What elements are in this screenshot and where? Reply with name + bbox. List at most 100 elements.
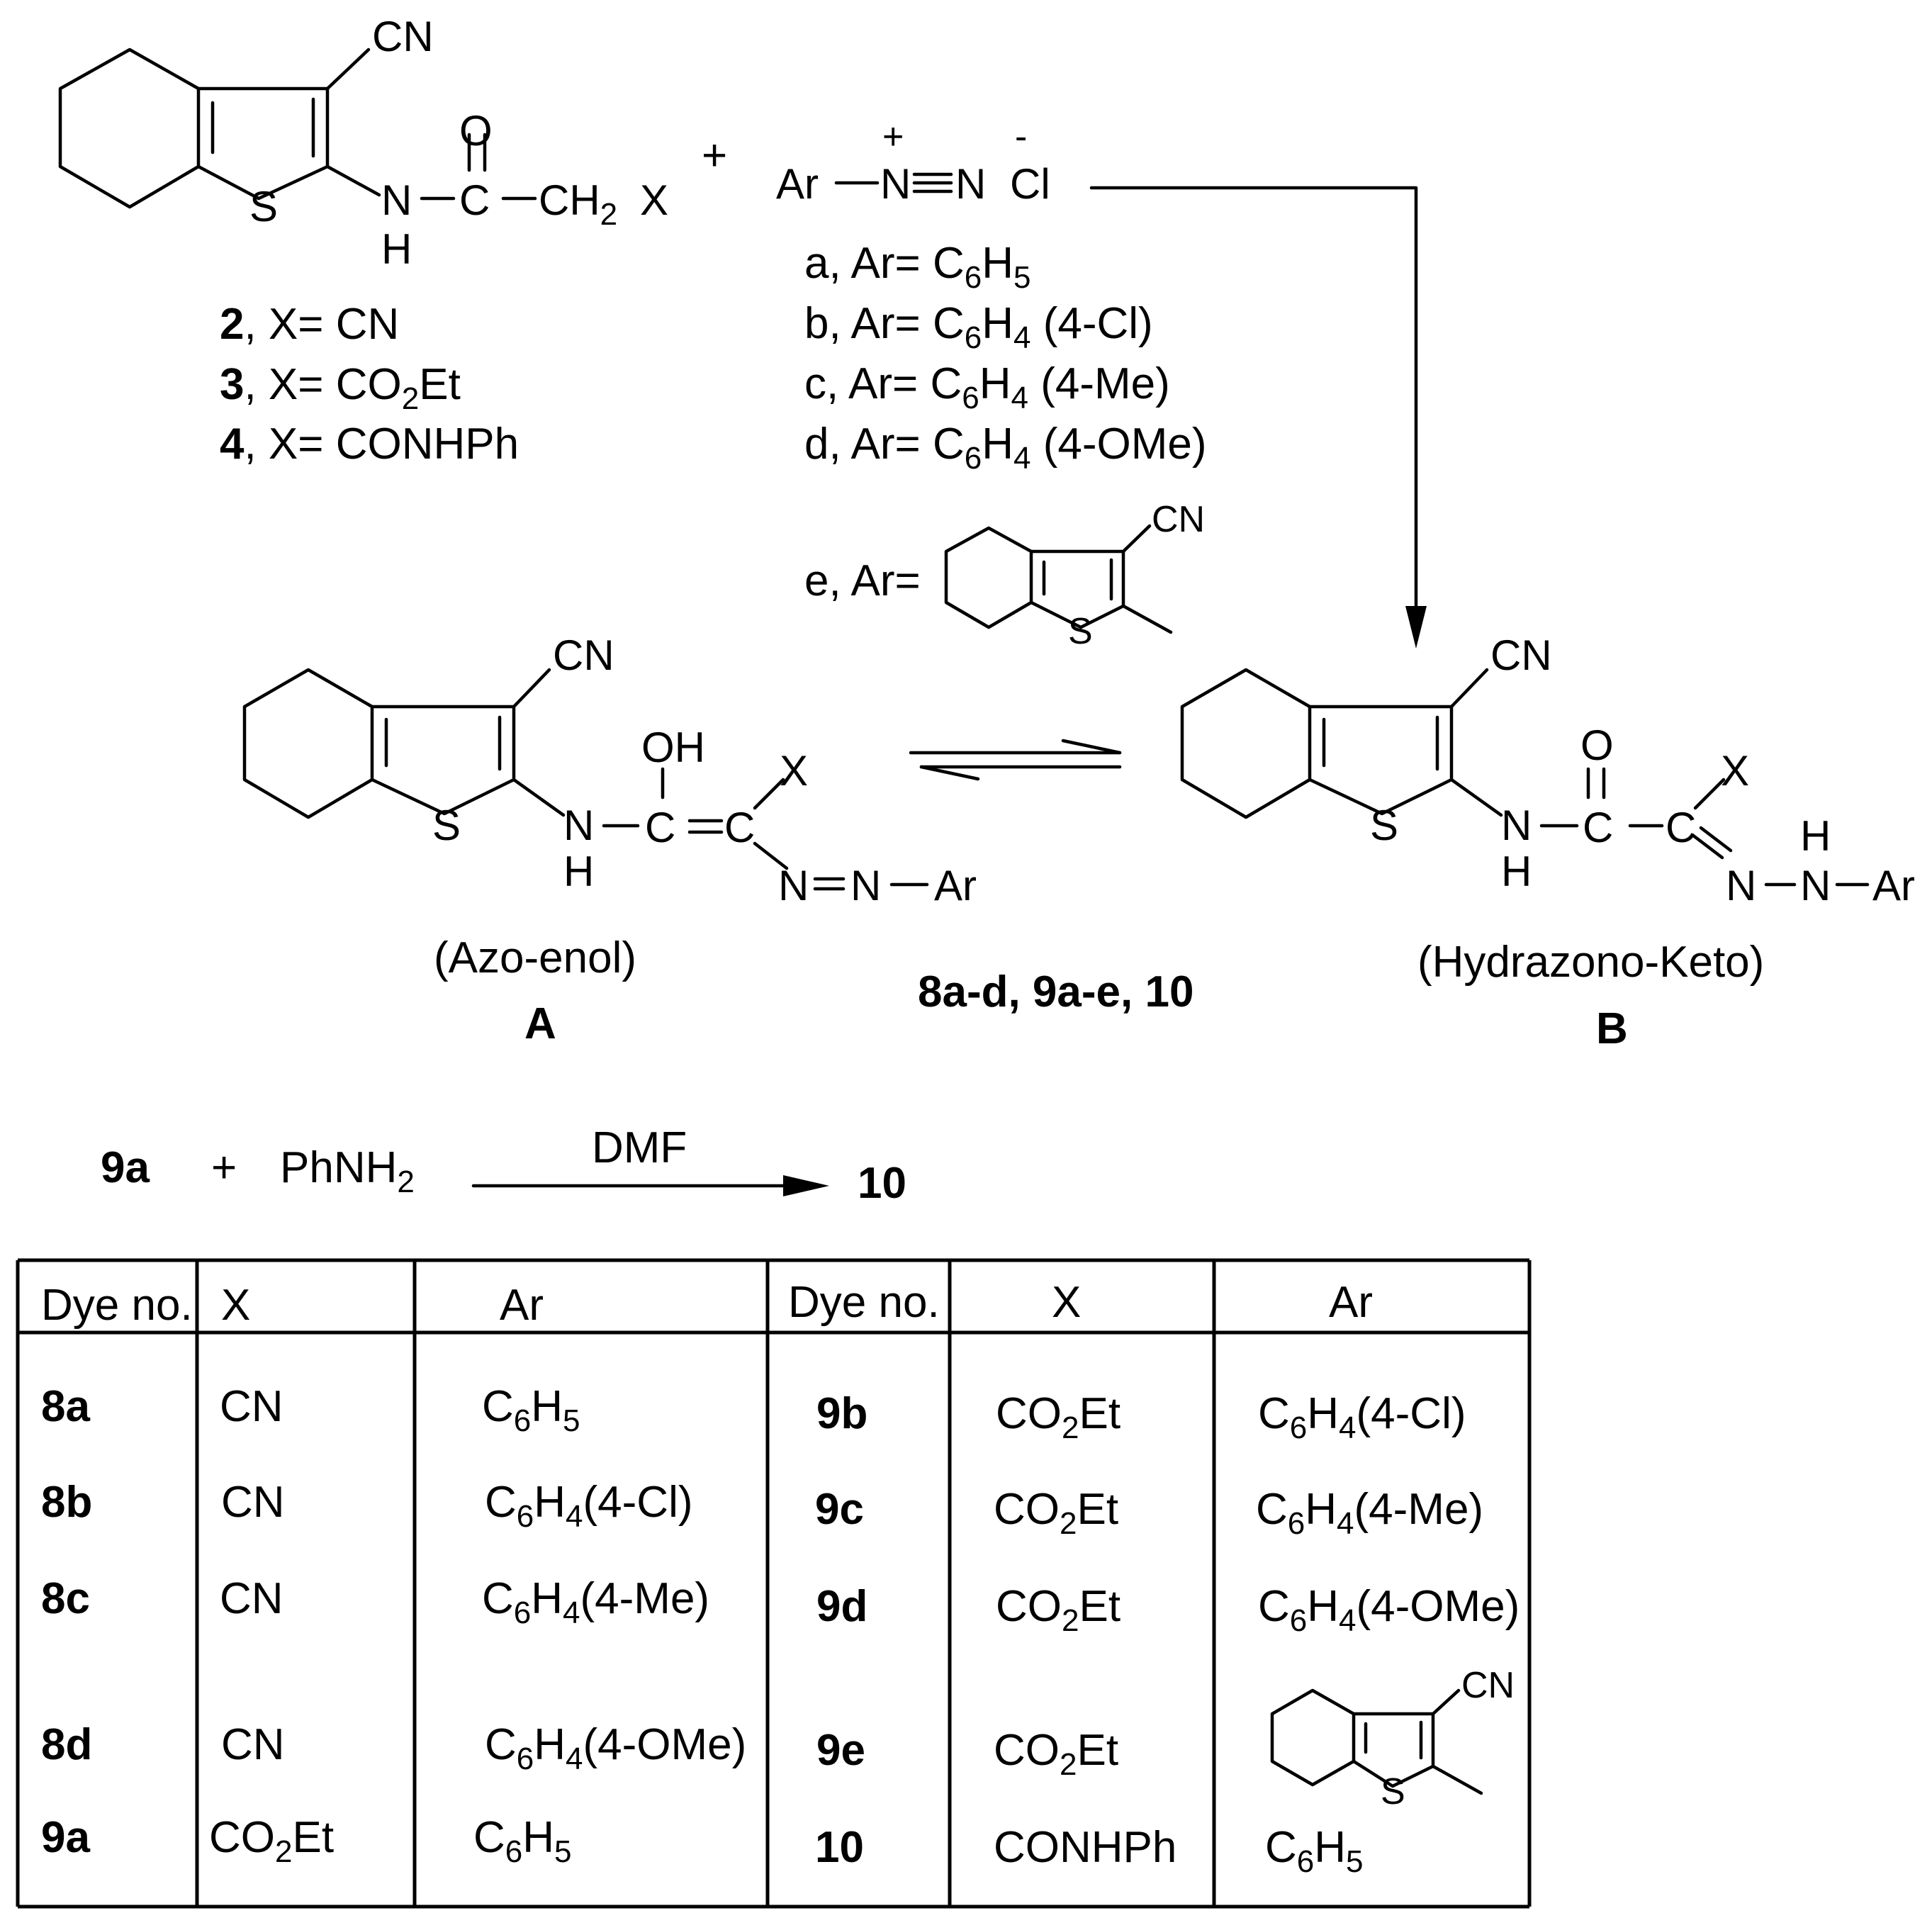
option-mid: H — [982, 239, 1013, 288]
ar-rest: (4-OMe) — [1357, 1582, 1520, 1631]
ar-hydrogen: H — [1314, 1823, 1346, 1872]
option-rest: (4-OMe) — [1030, 420, 1206, 469]
compound-number: 2 — [220, 300, 244, 349]
hydrogen-label: H — [381, 225, 412, 273]
ar-rest: (4-Me) — [1354, 1485, 1484, 1534]
svg-text:2, X= CN: 2, X= CN — [220, 300, 399, 349]
nitrogen-label: N — [955, 160, 986, 208]
ar-sub1: 6 — [1290, 1603, 1307, 1638]
sulfur-label: S — [249, 183, 278, 230]
ar-sub1: 6 — [1288, 1506, 1305, 1541]
svg-text:c, Ar= C6H4 (4-Me): c, Ar= C6H4 (4-Me) — [804, 359, 1170, 415]
ar-sub1: 6 — [514, 1595, 531, 1630]
svg-text:C6H4(4-Me): C6H4(4-Me) — [482, 1574, 709, 1630]
table-header: Dye no. — [788, 1278, 940, 1327]
nitrogen-label: N — [1726, 862, 1756, 909]
ar-carbon: C — [485, 1720, 517, 1769]
svg-text:b, Ar= C6H4 (4-Cl): b, Ar= C6H4 (4-Cl) — [804, 299, 1153, 355]
option-sub1: 6 — [965, 260, 982, 295]
table-row: 10 CONHPh C6H5 — [815, 1823, 1364, 1879]
dye-number: 9c — [815, 1485, 864, 1534]
diazonium-salt: Ar N + N Cl - — [776, 116, 1050, 208]
nitrogen-label: N — [1501, 802, 1532, 849]
option-prefix: a, Ar= C — [804, 239, 965, 288]
compound-number: 4 — [220, 420, 245, 469]
plus-charge: + — [882, 116, 904, 157]
dye-number: 9b — [816, 1389, 867, 1438]
dye-number: 8a — [41, 1382, 90, 1431]
table-row: 8c CN C6H4(4-Me) — [41, 1574, 709, 1630]
ar-hydrogen: H — [534, 1478, 566, 1527]
condition-label: DMF — [592, 1123, 687, 1172]
option-mid: H — [982, 420, 1013, 469]
option-sub1: 6 — [962, 381, 979, 415]
svg-text:d, Ar= C6H4 (4-OMe): d, Ar= C6H4 (4-OMe) — [804, 420, 1206, 476]
hydrogen-label: H — [1800, 812, 1831, 860]
ar-label: Ar — [1872, 862, 1915, 909]
nitrogen-label: N — [850, 862, 881, 909]
tautomer-b-letter: B — [1596, 1004, 1628, 1053]
substituent-text: , X= CN — [244, 300, 399, 349]
x-value: CONHPh — [994, 1823, 1176, 1872]
option-prefix: d, Ar= C — [804, 420, 965, 469]
option-prefix: b, Ar= C — [804, 299, 965, 348]
dye-number: 9d — [816, 1582, 867, 1631]
ar-carbon: C — [1258, 1389, 1290, 1438]
svg-text:3, X= CO2Et: 3, X= CO2Et — [220, 360, 461, 416]
cn-label: CN — [1490, 632, 1552, 679]
ar-hydrogen: H — [1307, 1582, 1339, 1631]
substituent-text: , X= CONHPh — [244, 420, 519, 469]
svg-text:CO2Et: CO2Et — [994, 1726, 1118, 1782]
cn-label: CN — [1461, 1665, 1515, 1706]
arrow-head — [783, 1175, 829, 1196]
carbon-label: C — [1583, 804, 1613, 851]
option-e-structure: CN S — [944, 499, 1205, 652]
chloride-label: Cl — [1010, 160, 1050, 208]
second-reaction: 9a + PhNH2 DMF 10 — [101, 1123, 906, 1208]
carbon-label: C — [459, 176, 490, 224]
table-row: 9b CO2Et C6H4(4-Cl) — [816, 1389, 1466, 1445]
nitrogen-label: N — [778, 862, 809, 909]
ar-sub2: 4 — [566, 1741, 583, 1776]
option-rest: (4-Cl) — [1030, 299, 1152, 348]
svg-text:C6H4(4-OMe): C6H4(4-OMe) — [485, 1720, 746, 1776]
svg-text:4, X= CONHPh: 4, X= CONHPh — [220, 420, 519, 469]
ar-carbon: C — [473, 1813, 505, 1862]
ar-rest: (4-Cl) — [583, 1478, 693, 1527]
substituent-tail: Et — [419, 360, 461, 409]
svg-text:CO2Et: CO2Et — [994, 1485, 1118, 1541]
nitrogen-label: N — [1800, 862, 1831, 909]
option-prefix: c, Ar= C — [804, 359, 962, 408]
table-row: 8d CN C6H4(4-OMe) — [41, 1720, 746, 1776]
x-value: CN — [221, 1478, 285, 1527]
substituent-text: , X= CO — [244, 360, 401, 409]
x-tail: Et — [1079, 1389, 1121, 1438]
compound-number: 3 — [220, 360, 244, 409]
table-header: Dye no. — [41, 1281, 193, 1330]
plus-sign: + — [211, 1143, 237, 1192]
table-row: 9d CO2Et C6H4(4-OMe) — [816, 1582, 1520, 1638]
table-row: 9a CO2Et C6H5 — [41, 1813, 572, 1869]
table-row: 9e CO2Et CN S — [816, 1665, 1515, 1812]
hydrazono-keto-caption: (Hydrazono-Keto) — [1417, 938, 1764, 987]
table-header: Ar — [1329, 1278, 1373, 1327]
table-header: Ar — [500, 1281, 544, 1330]
substituent-subscript: 2 — [402, 381, 419, 416]
table-thiophene-structure: CN S — [1270, 1665, 1515, 1812]
x-value: CN — [220, 1382, 283, 1431]
x-subscript: 2 — [1060, 1747, 1077, 1782]
x-tail: Et — [1079, 1582, 1121, 1631]
ar-sub2: 4 — [1337, 1506, 1354, 1541]
cn-label: CN — [553, 632, 614, 679]
svg-text:PhNH2: PhNH2 — [280, 1143, 415, 1199]
ar-sub2: 4 — [563, 1595, 580, 1630]
nitrogen-label: N — [563, 802, 594, 849]
ch2-subscript: 2 — [600, 197, 617, 232]
ar-hydrogen: H — [1307, 1389, 1339, 1438]
sulfur-label: S — [1370, 802, 1398, 849]
ar-hydrogen: H — [531, 1574, 563, 1623]
ar-sub1: 6 — [517, 1741, 534, 1776]
hydroxyl-label: OH — [641, 724, 705, 771]
option-e-label: e, Ar= — [804, 556, 921, 605]
